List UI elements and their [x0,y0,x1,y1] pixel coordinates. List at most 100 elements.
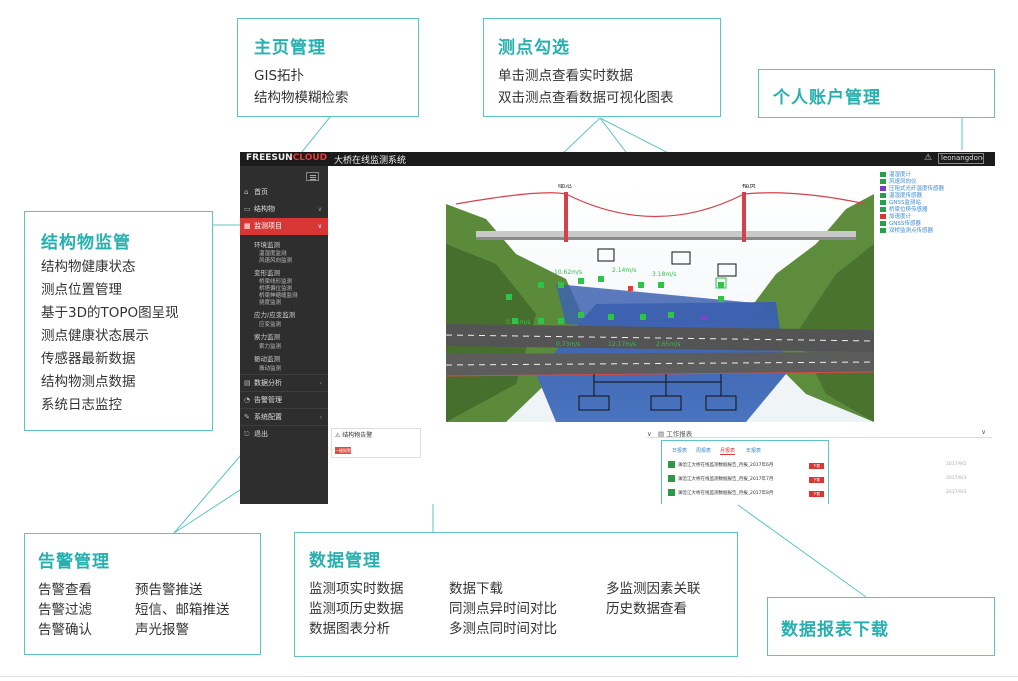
callout-line: 多测点同时间对比 [449,621,557,637]
callout-report: 数据报表下载 [767,597,995,656]
bank-labels: 临沧 福贡 [558,184,756,189]
bridge-deck-upper [476,231,856,237]
callout-line: 多监测因素关联 [606,581,701,597]
logo-right: CLOUD [292,153,328,163]
sidebar-item-label: 退出 [254,430,268,438]
legend-swatch [880,214,886,219]
callout-title: 测点勾选 [498,38,570,58]
user-account-button[interactable]: leonangdong ▾ [938,153,984,164]
chevron-left-icon: ‹ [319,414,322,421]
legend-item[interactable]: 温湿度计 [880,170,911,178]
sidebar-item-home[interactable]: ⌂ 首页 [240,184,328,201]
legend-item[interactable]: GNSS传感器 [880,219,921,227]
callout-line: 监测项历史数据 [309,601,404,617]
sensor-purple[interactable] [700,314,708,320]
sub-group-item[interactable]: 应变监测 [259,322,282,328]
legend-label: 压阻式光纤温度传感器 [889,186,945,192]
sub-group-head[interactable]: 变形监测 [254,269,280,277]
callout-line: 告警查看 [38,582,92,598]
callout-line: 结构物测点数据 [41,374,136,390]
sub-group-head[interactable]: 环境监测 [254,241,280,249]
report-name: 澜沧江大桥在线监测数据报告_月报_2017年8月 [678,491,774,496]
legend-item[interactable]: 双桥监测点传感器 [880,226,933,234]
legend-item[interactable]: 加速度计 [880,212,911,220]
sidebar-item-monitoring[interactable]: ▦ 监测项目 ∨ [240,218,328,235]
one-click-alarm-button[interactable]: 一键报警 [335,447,351,454]
callout-line: 监测项实时数据 [309,581,404,597]
callout-line: 传感器最新数据 [41,351,136,367]
report-bar[interactable]: ∨ ▤ 工作报表 ∨ [647,428,992,438]
report-icon: ▤ [657,430,667,438]
legend-swatch [880,179,886,184]
excel-icon [668,475,675,482]
download-button[interactable]: 下载 [809,477,824,483]
search-box[interactable] [306,172,319,181]
sub-group-item[interactable]: 风速风向监测 [259,258,293,264]
tab-weekly[interactable]: 周报表 [696,448,712,454]
callout-line: GIS拓扑 [254,68,305,84]
tab-monthly[interactable]: 月报表 [720,448,736,455]
sensor-selected[interactable] [715,277,727,289]
legend-item[interactable]: 压阻式光纤温度传感器 [880,184,944,192]
reading: 3.18m/s [652,271,676,278]
sidebar-item-label: 数据分析 [254,379,282,387]
legend-label: 加速度计 [889,214,912,220]
app-window: FREESUNCLOUD 大桥在线监测系统 ⚠ leonangdong ▾ ⌂ … [240,152,995,504]
sidebar-item-label: 监测项目 [254,222,282,230]
sensor-alarm[interactable] [628,286,633,291]
sub-group-head[interactable]: 索力监测 [254,333,280,341]
sub-group-item[interactable]: 桥塔偏位监测 [259,286,293,292]
sub-group-item[interactable]: 桥梁伸缩缝监测 [259,293,298,299]
right-bank-label: 福贡 [742,184,756,189]
callout-title: 结构物监管 [41,233,131,253]
callout-alarm: 告警管理 告警查看 告警过滤 告警确认 预告警推送 短信、邮箱推送 声光报警 [24,533,261,655]
report-date: 2017/9/2 [946,462,967,467]
legend-label: GNSS监测站 [889,200,921,206]
road-rail [446,371,874,377]
sub-group-item[interactable]: 温湿度监测 [259,251,287,257]
callout-line: 数据下载 [449,581,503,597]
legend-item[interactable]: 温湿度传感器 [880,191,922,199]
chevron-down-icon: ∨ [647,430,658,438]
callout-line: 告警过滤 [38,602,92,618]
report-date: 2017/8/3 [946,476,967,481]
sidebar-item-data[interactable]: ▤ 数据分析 ‹ [240,374,328,391]
callout-line: 测点位置管理 [41,282,122,298]
reading: 2.65m/s [656,341,680,348]
sub-group-item[interactable]: 振动监测 [259,366,282,372]
warning-icon[interactable]: ⚠ [924,153,933,163]
alarm-panel-title: ⚠ 结构物告警 [335,430,372,439]
report-card: 日报表 周报表 月报表 年报表 澜沧江大桥在线监测数据报告_月报_2017年6月… [661,440,829,504]
download-button[interactable]: 下载 [809,491,824,497]
callout-line: 同测点异时间对比 [449,601,557,617]
legend-item[interactable]: GNSS监测站 [880,198,921,206]
legend-swatch [880,207,886,212]
sub-group-head[interactable]: 应力/应变监测 [254,311,296,319]
bridge-deck-under [476,237,856,240]
tab-yearly[interactable]: 年报表 [746,448,762,454]
legend-item[interactable]: 风速风向仪 [880,177,917,185]
report-row: 澜沧江大桥在线监测数据报告_月报_2017年7月 下载 [668,475,826,485]
sensor-markers[interactable] [506,276,724,324]
sidebar-item-config[interactable]: ✎ 系统配置 ‹ [240,408,328,425]
legend-item[interactable]: 桥梁位移传感器 [880,205,928,213]
sub-group-item[interactable]: 索力监测 [259,344,282,350]
tower-right [742,192,746,242]
top-bar: FREESUNCLOUD 大桥在线监测系统 ⚠ leonangdong ▾ [240,152,995,166]
sidebar-item-label: 首页 [254,188,268,196]
tab-daily[interactable]: 日报表 [672,448,688,454]
callout-homepage: 主页管理 GIS拓扑 结构物模糊检索 [237,18,419,117]
sub-group-item[interactable]: 挠度监测 [259,300,282,306]
sidebar-item-logout[interactable]: ⎋ 退出 [240,425,328,442]
sidebar-item-alarm[interactable]: ◔ 告警管理 [240,391,328,408]
download-button[interactable]: 下载 [809,463,824,469]
reading: 0.73m/s [556,341,580,348]
callout-title: 告警管理 [38,552,110,572]
sidebar-item-structure[interactable]: ▭ 结构物 ∨ [240,201,328,218]
sub-group-head[interactable]: 振动监测 [254,355,280,363]
legend-swatch [880,193,886,198]
sub-group-item[interactable]: 桥梁线形监测 [259,279,293,285]
username: leonangdong [941,154,984,162]
road-far-lane [446,334,874,342]
bridge-3d-view[interactable]: 临沧 福贡 10.62m/s 2.14m/s 3.18m/s 0.56m/s 0… [446,184,874,422]
